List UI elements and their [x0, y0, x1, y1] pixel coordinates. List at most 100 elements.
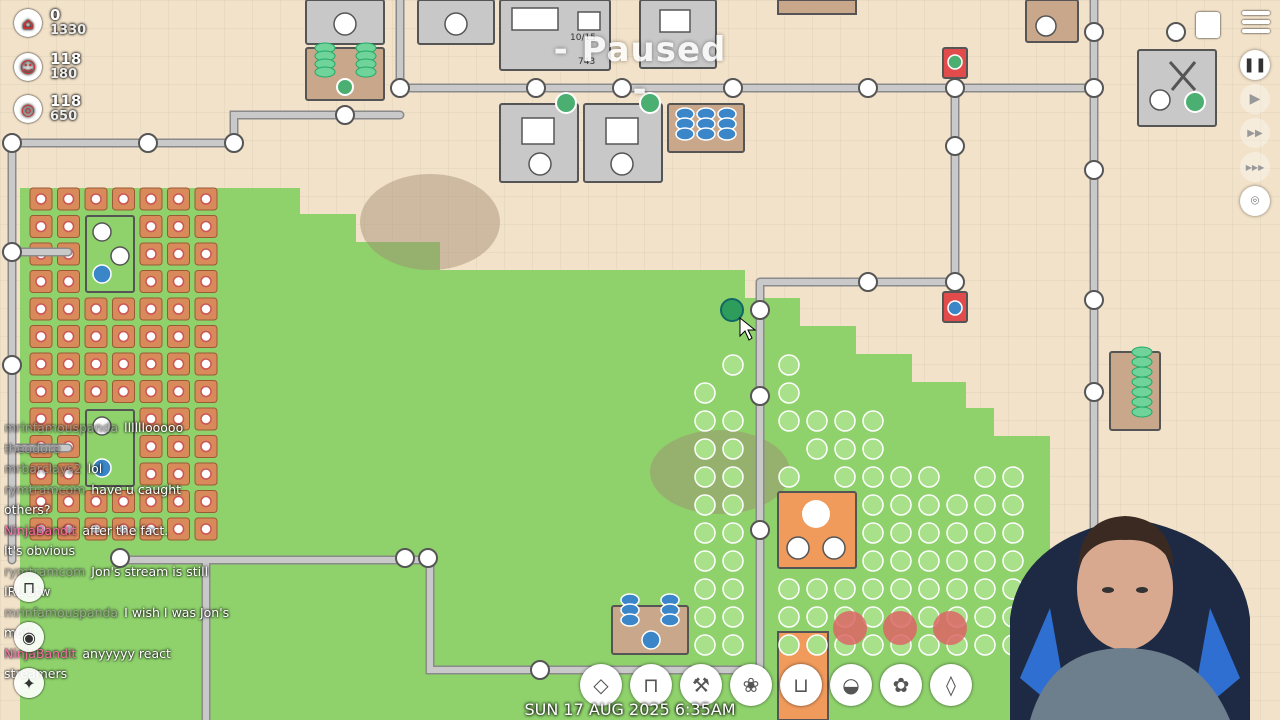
sofa-icon[interactable]: ⊓: [14, 572, 44, 602]
crop-sprout: [117, 495, 130, 508]
tree: [806, 634, 828, 656]
chat-text: llllllooooo: [124, 420, 184, 435]
building-farmhouse[interactable]: [85, 215, 135, 293]
crop-sprout: [62, 358, 75, 370]
tree: [862, 578, 884, 600]
fastest-button[interactable]: ▶▶▶: [1240, 152, 1270, 182]
menu-icon[interactable]: [1242, 8, 1270, 36]
tree: [946, 578, 968, 600]
red-pole[interactable]: [942, 47, 968, 79]
screenshot-button[interactable]: ⌾: [1240, 186, 1270, 216]
crop-sprout: [90, 523, 102, 535]
chat-message: It's obvious: [4, 541, 254, 562]
sprout-tool[interactable]: ✿: [880, 664, 922, 706]
crop-sprout: [62, 330, 75, 343]
dish-tool[interactable]: ◒: [830, 664, 872, 706]
stat-value: 118: [50, 92, 82, 110]
face-icon: ☺: [14, 53, 42, 81]
crop-sprout: [62, 303, 75, 315]
house-icon: ⌂: [14, 9, 42, 37]
hammer-tool[interactable]: ⚒: [680, 664, 722, 706]
building-house[interactable]: [499, 92, 579, 183]
building-town-hall[interactable]: 10/15 743: [499, 0, 611, 71]
building-farmhouse[interactable]: [85, 409, 135, 487]
building-green-stacks[interactable]: [1109, 346, 1161, 431]
stat-max: 180: [50, 67, 78, 82]
building-water-tower[interactable]: [667, 103, 745, 153]
building-bakery[interactable]: [777, 491, 857, 569]
tree: [834, 438, 856, 460]
crop-sprout: [172, 440, 185, 453]
tree: [694, 494, 716, 516]
chat-username: theodore: [4, 440, 61, 456]
building-green-stacks[interactable]: [305, 42, 385, 101]
tree: [918, 634, 940, 656]
tree: [1002, 522, 1024, 544]
pause-button[interactable]: ❚❚: [1240, 50, 1270, 80]
tree: [694, 634, 716, 656]
crop-sprout: [35, 495, 47, 508]
chat-text: I wish I was Jon's: [124, 604, 230, 620]
bag-icon: ⊔: [793, 673, 809, 697]
dish-icon: ◒: [842, 673, 860, 697]
crop-sprout: [200, 468, 212, 480]
chat-username: rymtramcom: [4, 481, 86, 497]
crop-sprout: [145, 495, 157, 508]
tree-tool[interactable]: ❀: [730, 664, 772, 706]
cloud-shadow: [360, 174, 790, 514]
paused-banner: - Paused -: [553, 30, 727, 110]
fast-button[interactable]: ▶▶: [1240, 118, 1270, 148]
crop-sprout: [117, 193, 130, 205]
tree: [1002, 550, 1024, 572]
tree: [722, 438, 744, 460]
crop-sprout: [35, 385, 47, 398]
building-storage[interactable]: [417, 0, 495, 45]
water-tool[interactable]: ◊: [930, 664, 972, 706]
building-museum[interactable]: [639, 0, 717, 69]
crop-sprout: [145, 358, 157, 370]
tree: [890, 550, 912, 572]
chat-username: mrbarclays2: [4, 461, 82, 476]
tree-grove: [694, 354, 1024, 656]
chat-text: Jon's stream is still: [91, 563, 209, 579]
building-water-tower[interactable]: [611, 593, 689, 655]
gift-icon[interactable]: ✦: [14, 668, 44, 698]
crop-sprout: [200, 303, 212, 315]
crop-sprout: [35, 275, 47, 288]
crop-sprout: [172, 330, 185, 343]
red-pole[interactable]: [942, 291, 968, 323]
crop-sprout: [172, 303, 185, 315]
tree: [918, 522, 940, 544]
crop-field: [29, 187, 218, 541]
crop-sprout: [117, 358, 130, 370]
eye-icon[interactable]: ◉: [14, 622, 44, 652]
crop-sprout: [145, 440, 157, 453]
building-storage[interactable]: [305, 0, 385, 45]
happiness-token: [639, 92, 661, 114]
crop-sprout: [35, 468, 47, 480]
schedule-icon[interactable]: [1196, 12, 1220, 38]
bag-tool[interactable]: ⊔: [780, 664, 822, 706]
worker-unit[interactable]: [720, 298, 744, 322]
play-button[interactable]: ▶: [1240, 84, 1270, 114]
crop-sprout: [145, 220, 157, 233]
sofa-tool[interactable]: ⊓: [630, 664, 672, 706]
path-node[interactable]: [2, 22, 1186, 680]
chat-text: It's obvious: [4, 543, 76, 558]
crop-sprout: [145, 303, 157, 315]
building-house[interactable]: [583, 92, 663, 183]
crop-sprout: [35, 220, 47, 233]
building-workshop[interactable]: [1137, 49, 1217, 127]
building-warehouse[interactable]: [777, 0, 857, 15]
tree: [722, 494, 744, 516]
building-storage[interactable]: [1025, 0, 1079, 43]
crop-sprout: [145, 413, 157, 425]
store-counter-top: 10/15: [570, 33, 596, 43]
diamond-tool[interactable]: ◇: [580, 664, 622, 706]
crop-sprout: [117, 303, 130, 315]
